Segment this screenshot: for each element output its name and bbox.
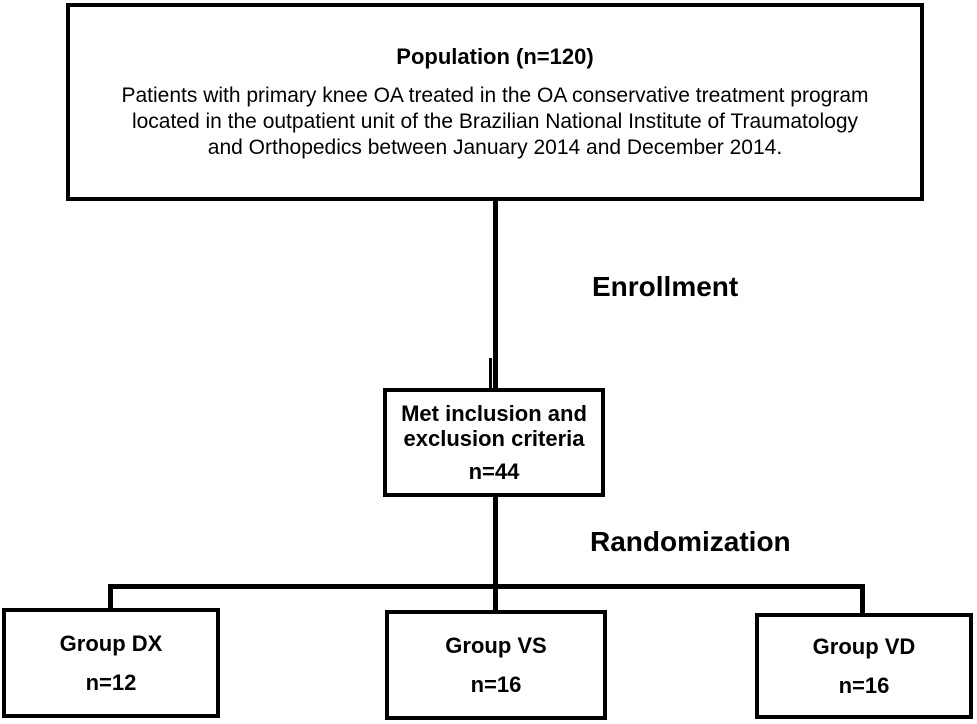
population-box: Population (n=120) Patients with primary… (66, 3, 924, 201)
connector-population-to-inclusion (493, 199, 498, 390)
group-dx-name: Group DX (59, 630, 163, 656)
group-dx-box: Group DX n=12 (2, 608, 220, 718)
population-description-line: Patients with primary knee OA treated in… (121, 83, 869, 107)
connector-inclusion-to-groups (493, 495, 498, 612)
inclusion-box-line: Met inclusion and (401, 401, 587, 426)
group-vs-name: Group VS (445, 632, 547, 658)
inclusion-criteria-box: Met inclusion and exclusion criteria n=4… (383, 388, 605, 497)
group-vs-box: Group VS n=16 (385, 610, 607, 720)
connector-notch (489, 358, 492, 388)
randomization-stage-label: Randomization (590, 526, 791, 557)
connector-branch-left-drop (108, 584, 113, 610)
connector-branch-right-drop (860, 584, 865, 615)
population-description-line: located in the outpatient unit of the Br… (131, 109, 859, 133)
group-dx-count: n=12 (85, 669, 137, 695)
inclusion-box-count: n=44 (468, 459, 520, 484)
connector-branch-horizontal (108, 584, 865, 589)
group-vd-name: Group VD (812, 633, 916, 659)
inclusion-box-line: exclusion criteria (403, 426, 585, 451)
population-box-title: Population (n=120) (396, 43, 594, 69)
group-vd-count: n=16 (838, 672, 890, 698)
enrollment-stage-label: Enrollment (592, 271, 739, 302)
population-description-line: and Orthopedics between January 2014 and… (207, 135, 783, 159)
group-vs-count: n=16 (470, 671, 522, 697)
group-vd-box: Group VD n=16 (755, 613, 973, 719)
population-box-description: Patients with primary knee OA treated in… (121, 83, 868, 161)
